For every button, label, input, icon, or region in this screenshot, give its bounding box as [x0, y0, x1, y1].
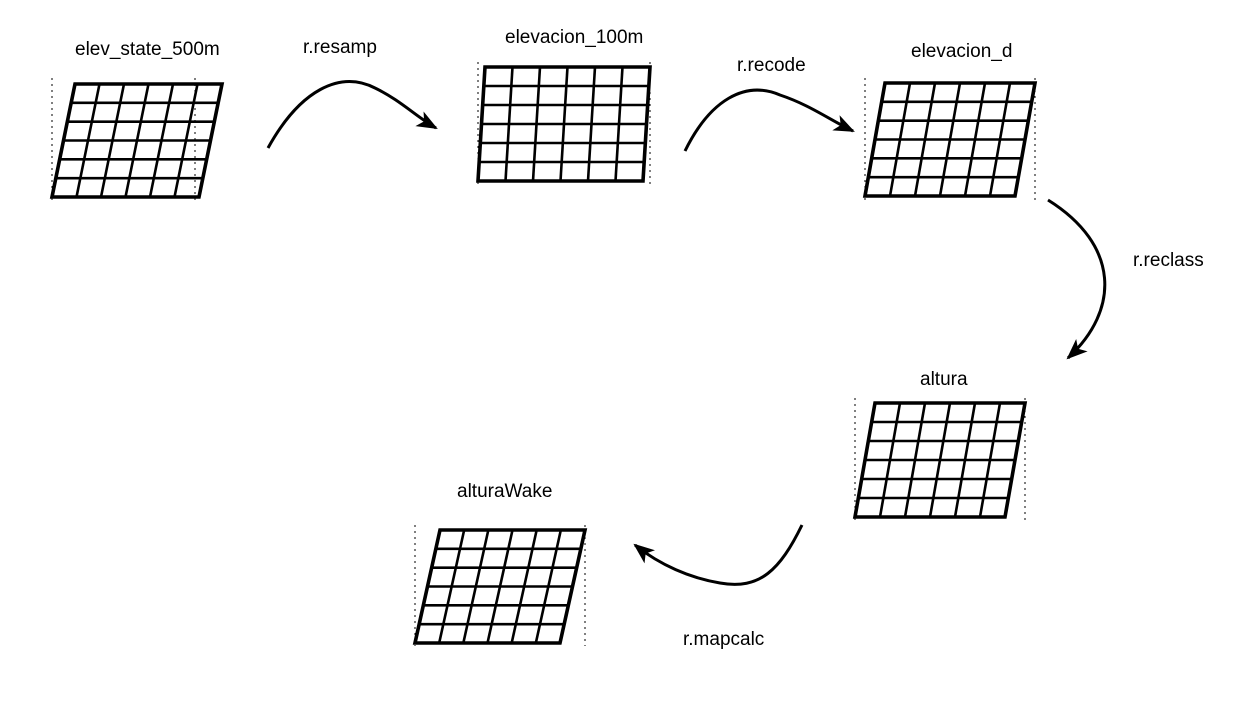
raster-grid-elev-state-500m — [49, 78, 225, 200]
raster-grid-elevacion-100m — [476, 62, 652, 186]
arrow-r-mapcalc — [633, 524, 804, 586]
grid-border — [412, 528, 588, 645]
raster-label-elev-state-500m: elev_state_500m — [75, 39, 220, 60]
raster-label-alturawake: alturaWake — [457, 481, 553, 502]
arrow-r-recode — [683, 88, 855, 152]
raster-label-altura: altura — [920, 369, 968, 390]
arrow-r-resamp — [266, 80, 438, 149]
grid-border — [476, 65, 652, 183]
operation-label-r-mapcalc: r.mapcalc — [683, 629, 765, 650]
raster-label-elevacion-100m: elevacion_100m — [505, 27, 644, 48]
arrow-r-reclass — [1047, 198, 1107, 360]
operation-label-r-reclass: r.reclass — [1133, 250, 1204, 271]
grid-border — [852, 401, 1028, 519]
raster-label-elevacion-d: elevacion_d — [911, 41, 1013, 62]
raster-grid-altura — [852, 398, 1028, 521]
operation-label-r-resamp: r.resamp — [303, 37, 377, 58]
grid-border — [49, 82, 225, 199]
grid-border — [862, 81, 1038, 198]
raster-grid-alturawake — [412, 525, 588, 646]
operation-label-r-recode: r.recode — [737, 55, 806, 76]
raster-grid-elevacion-d — [862, 78, 1038, 200]
